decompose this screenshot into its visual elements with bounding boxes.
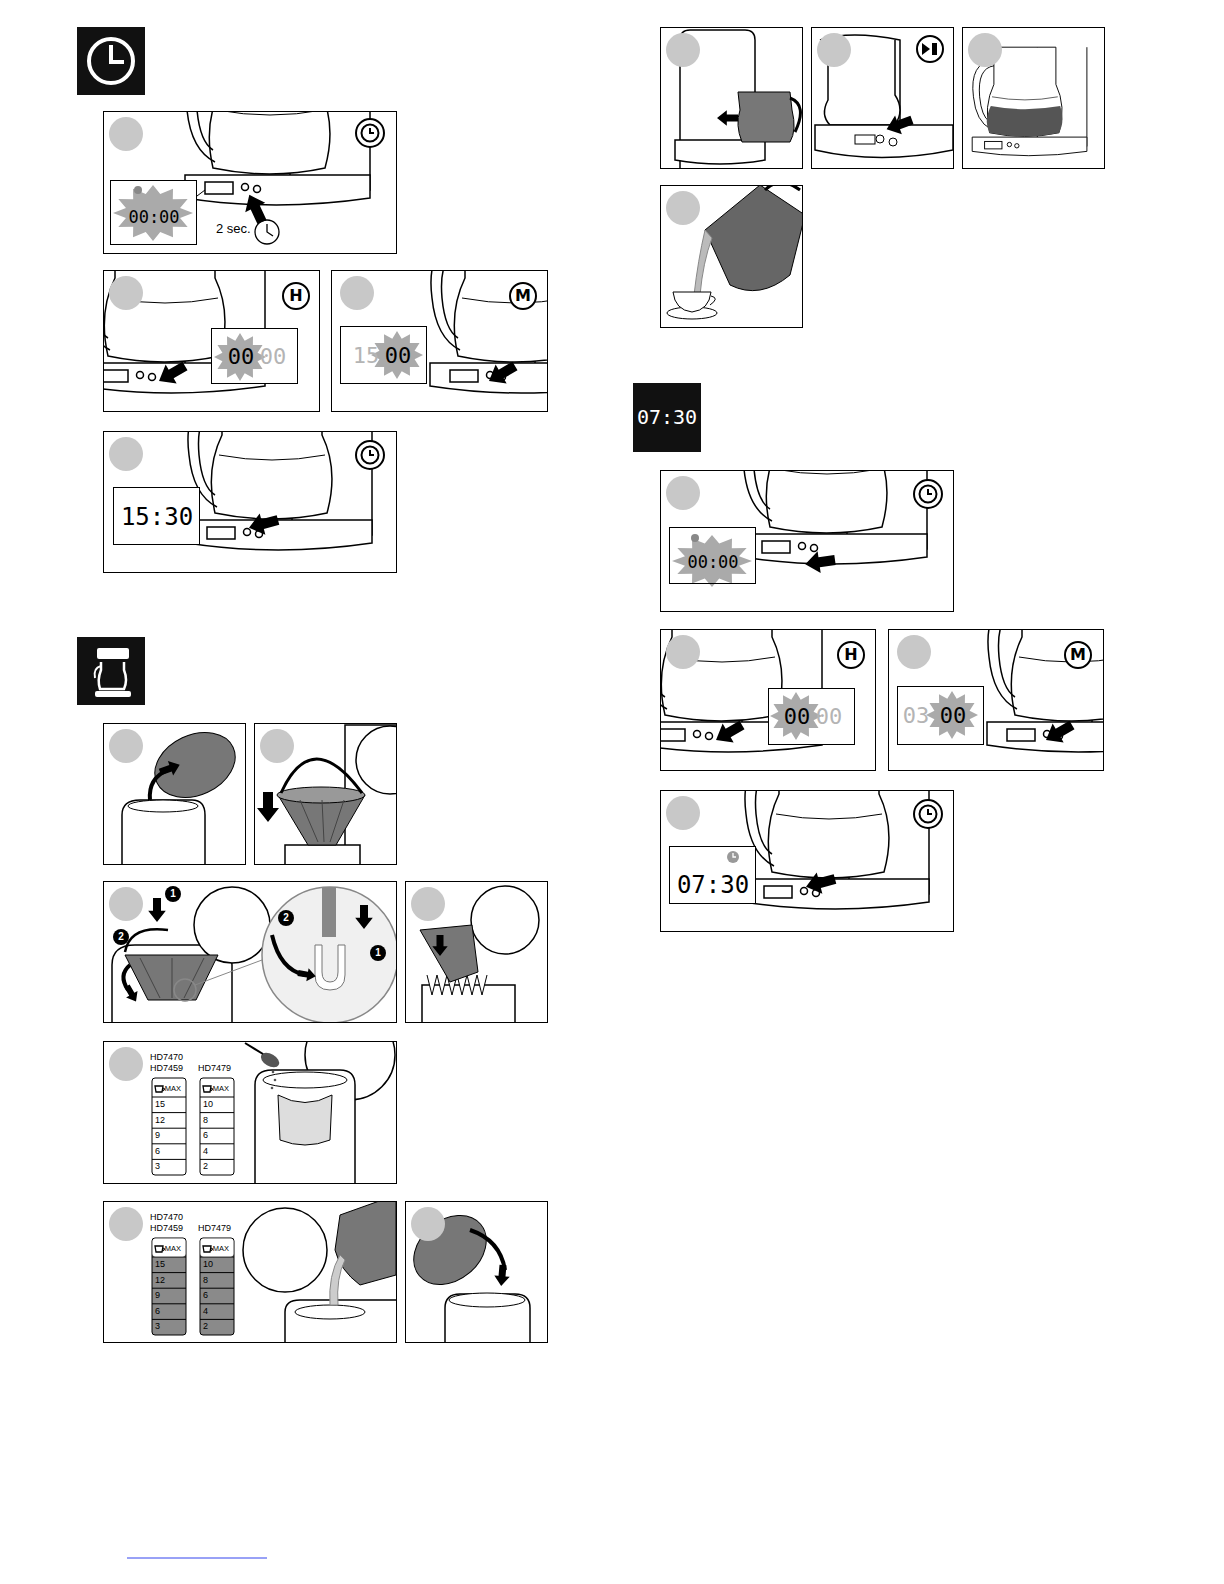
table-cell: 6	[203, 1291, 208, 1300]
table-cell: 3	[155, 1162, 160, 1171]
table-cell: 2	[203, 1162, 208, 1171]
display-digits: 15	[353, 345, 380, 367]
hour-button-icon: H	[282, 282, 310, 310]
table-cell: 6	[155, 1307, 160, 1316]
table-cell: 15	[155, 1100, 165, 1109]
button-letter: M	[1070, 647, 1086, 663]
hour-button-icon: H	[837, 641, 865, 669]
panel-frames	[104, 28, 1105, 1343]
minute-button-icon: M	[1064, 641, 1092, 669]
table-cell: 4	[203, 1307, 208, 1316]
table-cell: MAX	[165, 1085, 181, 1093]
display-digits: 03	[903, 705, 930, 727]
lcd-display: 00:00	[669, 527, 756, 584]
table-cell: HD7459	[150, 1064, 183, 1073]
display-digits: 00	[260, 346, 287, 368]
lcd-display: 00:00	[110, 180, 197, 245]
link-underline	[127, 1558, 267, 1559]
callout-number: 2	[118, 932, 124, 942]
table-cell: HD7470	[150, 1053, 183, 1062]
display-digits: 07:30	[637, 407, 697, 427]
table-cell: 3	[155, 1322, 160, 1331]
lcd-display: 15:30	[113, 487, 200, 545]
display-digits: 15:30	[121, 505, 193, 529]
table-cell: 12	[155, 1276, 165, 1285]
clock-header	[77, 27, 145, 95]
button-letter: H	[289, 288, 302, 304]
table-cell: 9	[155, 1131, 160, 1140]
display-digits: 00	[816, 706, 843, 728]
table-cell: MAX	[213, 1245, 229, 1253]
lcd-display: 1500	[340, 326, 427, 384]
note: 2 sec.	[216, 222, 251, 235]
brew-header	[77, 637, 145, 705]
display-digits: 07:30	[677, 873, 749, 897]
table-cell: HD7459	[150, 1224, 183, 1233]
table-cell: HD7470	[150, 1213, 183, 1222]
table-cell: MAX	[213, 1085, 229, 1093]
table-cell: 15	[155, 1260, 165, 1269]
display-digits: 00	[940, 705, 967, 727]
lcd-display: 07:30	[669, 846, 756, 904]
display-digits: 00	[228, 346, 255, 368]
table-cell: 9	[155, 1291, 160, 1300]
callout-number: 1	[170, 889, 176, 899]
callout-number: 1	[375, 948, 381, 958]
display-digits: 00	[784, 706, 811, 728]
minute-button-icon: M	[509, 282, 537, 310]
table-cell: 6	[155, 1147, 160, 1156]
table-cell: 12	[155, 1116, 165, 1125]
table-cell: 10	[203, 1260, 213, 1269]
table-cell: 8	[203, 1116, 208, 1125]
lcd-display: 0000	[211, 328, 298, 384]
table-cell: 6	[203, 1131, 208, 1140]
button-letter: H	[844, 647, 857, 663]
display-digits: 00:00	[128, 209, 179, 226]
display-digits: 00:00	[687, 554, 738, 571]
table-cell: 8	[203, 1276, 208, 1285]
display-digits: 00	[385, 345, 412, 367]
table-cell: 10	[203, 1100, 213, 1109]
callout-number: 2	[283, 913, 289, 923]
table-cell: HD7479	[198, 1064, 231, 1073]
table-cell: HD7479	[198, 1224, 231, 1233]
timer-header: 07:30	[633, 383, 701, 452]
table-cell: 2	[203, 1322, 208, 1331]
button-letter: M	[515, 288, 531, 304]
table-cell: MAX	[165, 1245, 181, 1253]
lcd-display: 0000	[768, 688, 855, 745]
lcd-display: 03 00	[897, 686, 984, 745]
table-cell: 4	[203, 1147, 208, 1156]
